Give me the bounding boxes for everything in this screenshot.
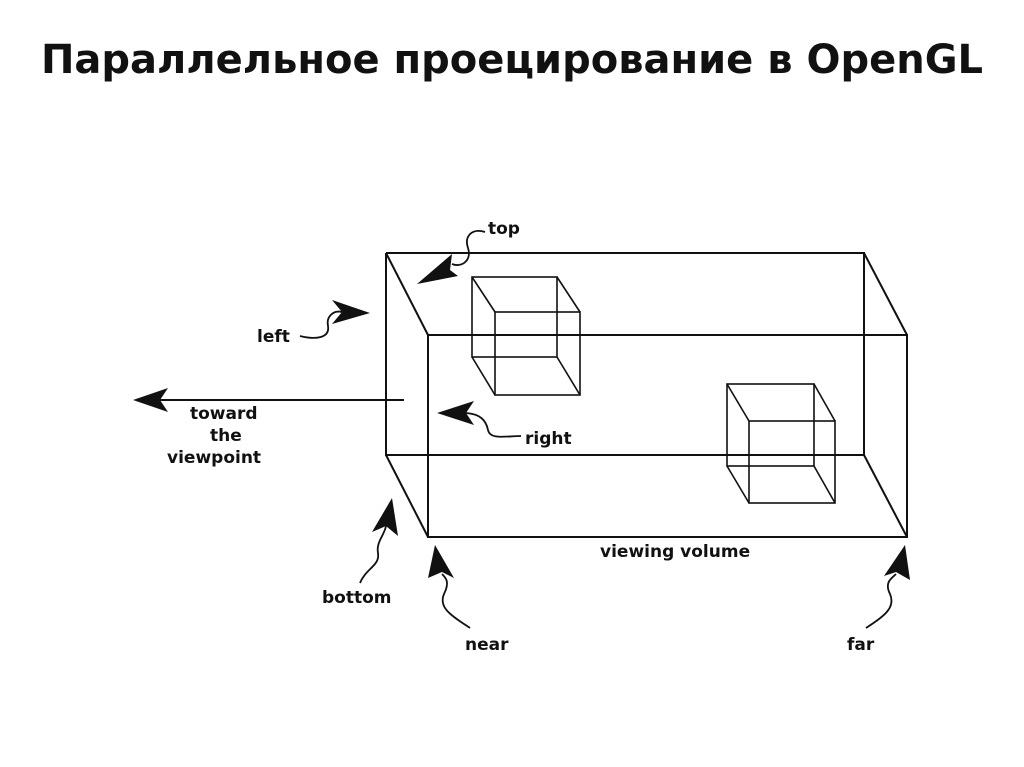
viewing-volume-box: [385, 252, 908, 538]
depth-edge-top-right: [863, 252, 908, 336]
label-near: near: [465, 635, 509, 655]
label-far: far: [847, 635, 875, 655]
label-toward-line2: the: [210, 426, 242, 446]
top-pointer: [417, 230, 486, 284]
depth-edge-bottom-left: [385, 454, 429, 538]
label-right: right: [525, 429, 572, 449]
label-viewing-volume: viewing volume: [600, 542, 750, 562]
slide-title: Параллельное проецирование в OpenGL: [40, 37, 984, 83]
cube-upper: [471, 276, 581, 396]
far-pointer: [865, 545, 910, 629]
near-pointer: [428, 545, 471, 629]
label-bottom: bottom: [322, 588, 392, 608]
bottom-pointer: [359, 498, 398, 584]
cube-lower: [726, 383, 836, 504]
label-left: left: [257, 327, 290, 347]
depth-edge-top-left: [385, 252, 429, 336]
label-toward-line3: viewpoint: [167, 448, 261, 468]
toward-viewpoint-arrow: [133, 388, 404, 412]
left-pointer: [299, 300, 370, 339]
label-top: top: [488, 219, 520, 239]
right-pointer: [437, 401, 522, 438]
label-toward-line1: toward: [190, 404, 258, 424]
back-face-edges: [385, 252, 865, 456]
depth-edge-bottom-right: [863, 454, 908, 538]
